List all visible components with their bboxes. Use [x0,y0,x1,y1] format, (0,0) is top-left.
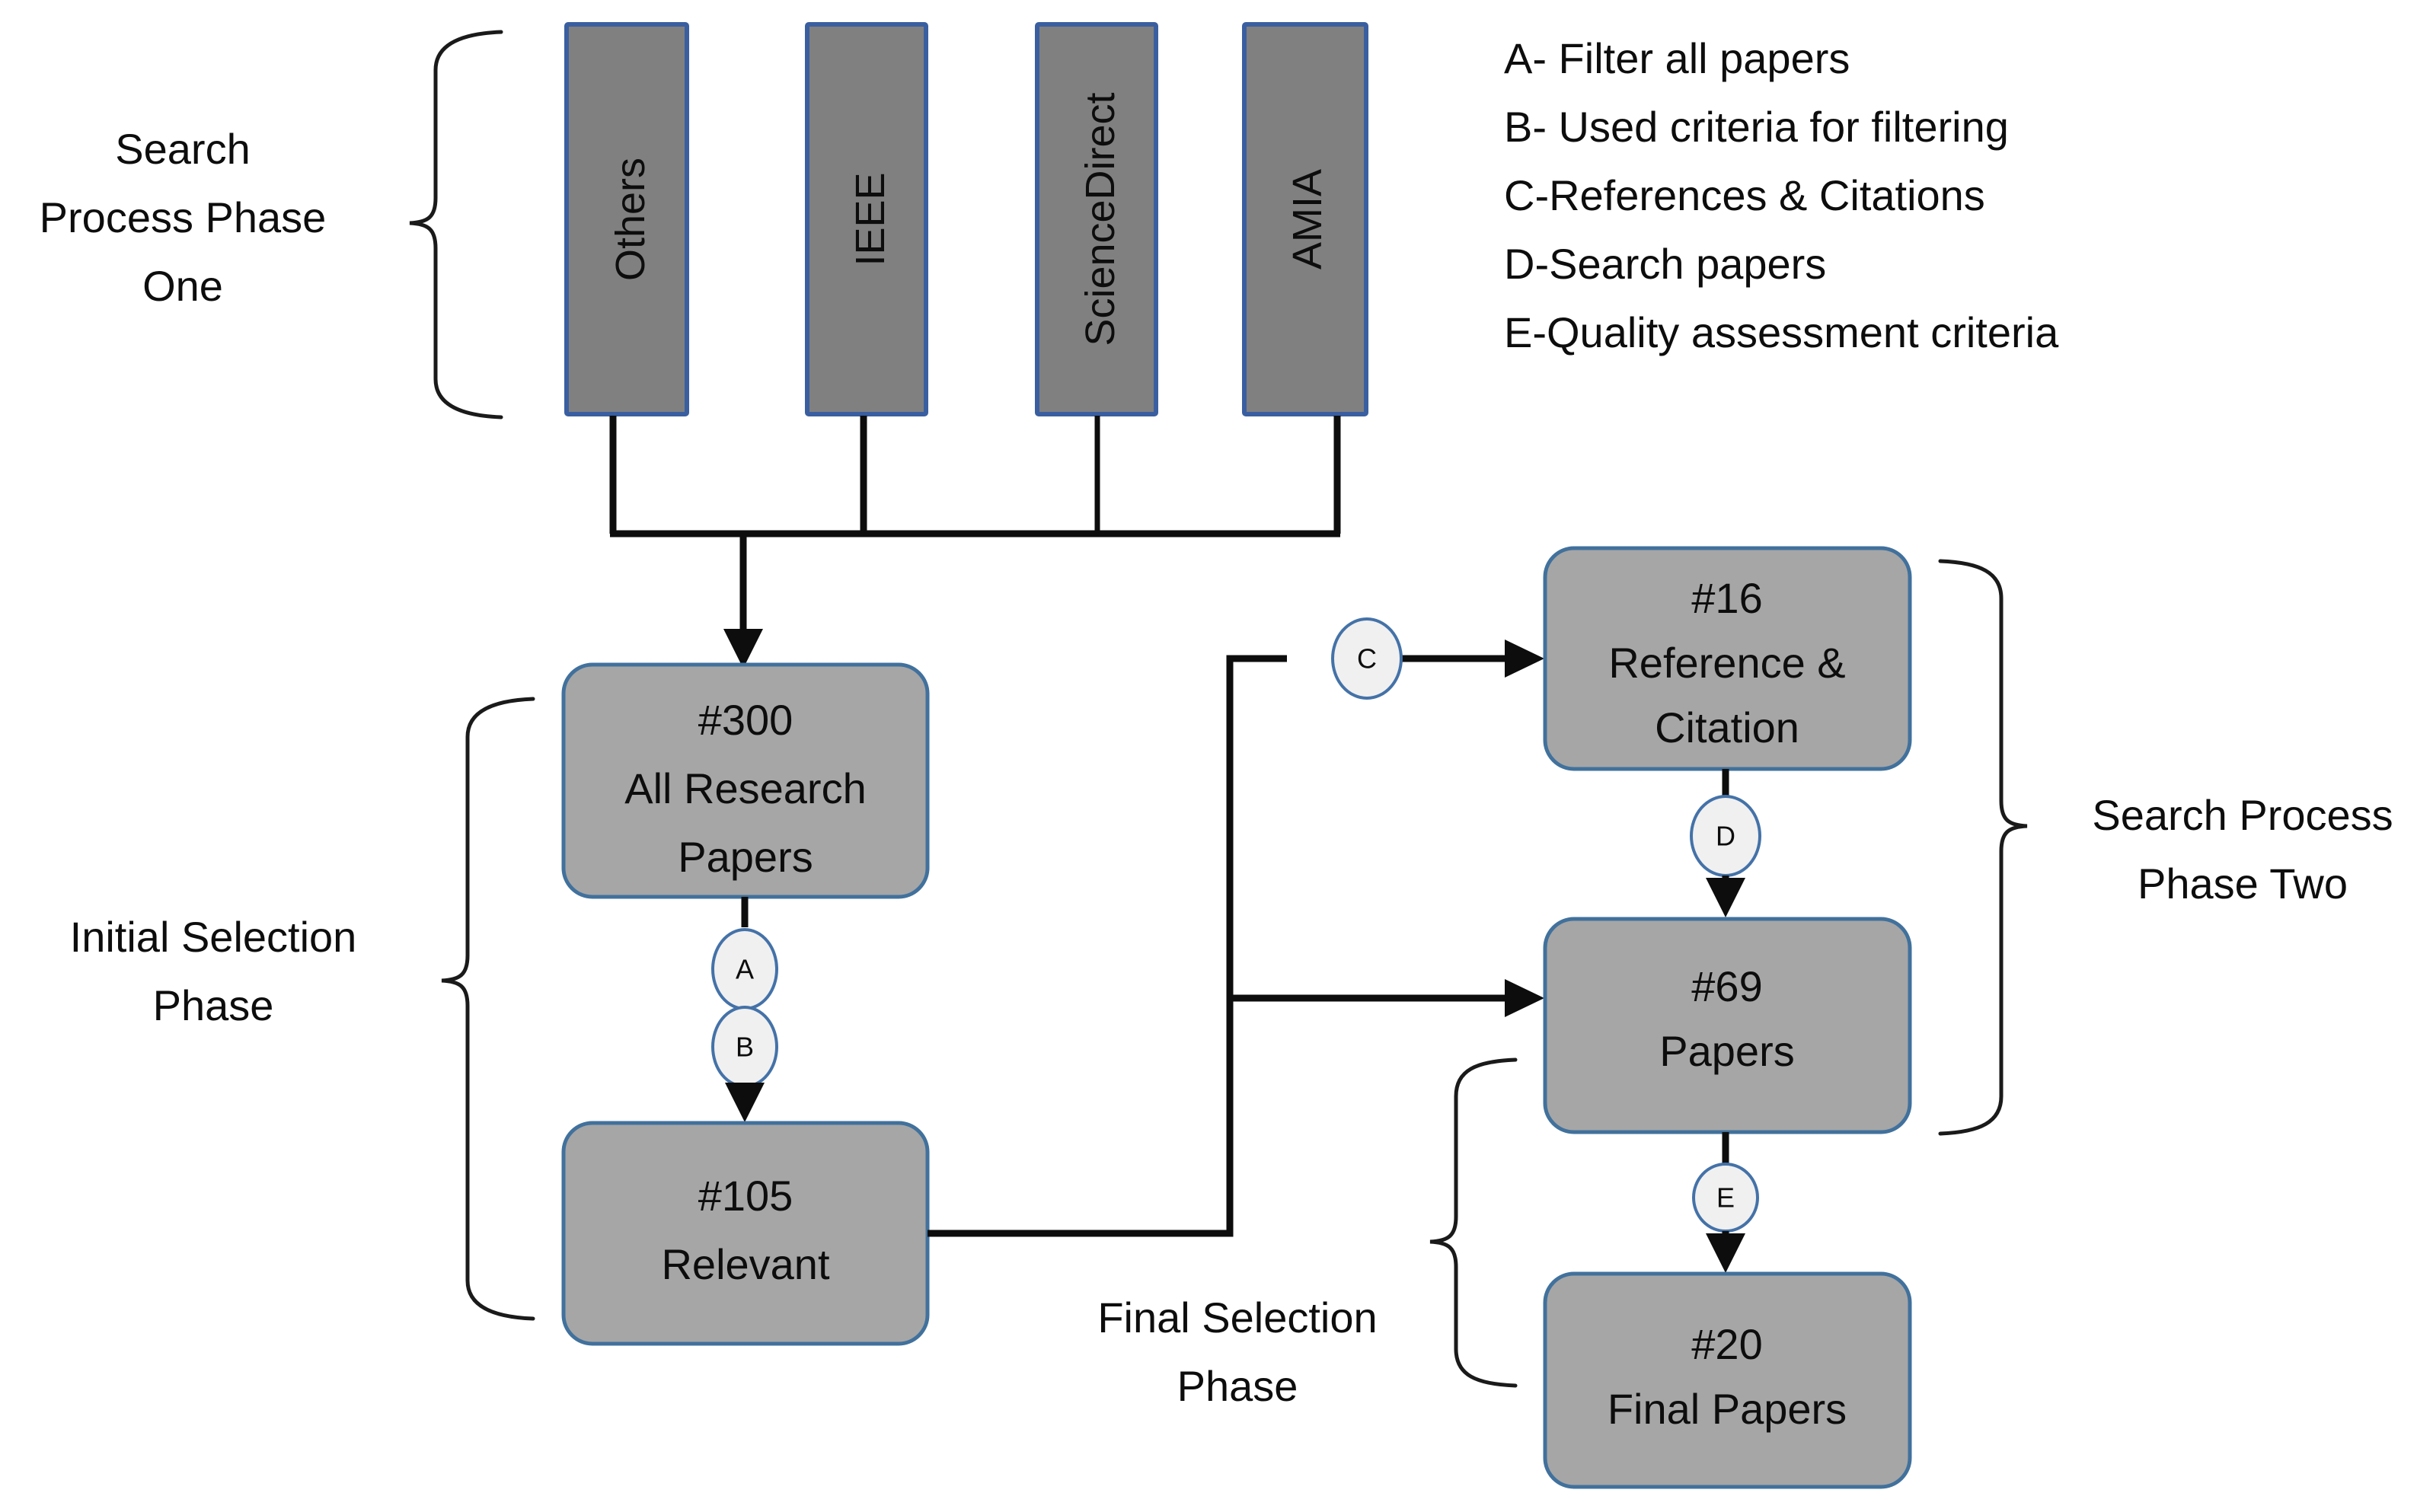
legend-item-c: C-References & Citations [1504,171,1985,219]
arrowhead-to-reference [1505,640,1544,678]
phase-two-brace-group: Search Process Phase Two [1938,559,2393,1136]
phase-one-brace-group: Search Process Phase One [40,30,503,419]
node-final-papers[interactable]: #20 Final Papers [1543,1271,1912,1489]
node-all-research-papers[interactable]: #300 All Research Papers [561,662,930,899]
phase-two-label-line2: Phase Two [2138,860,2348,908]
phase-one-label-line3: One [142,262,223,310]
node-papers69-rect [1543,917,1912,1134]
source-bar-sciencedirect-label: ScienceDirect [1078,92,1123,346]
arrowhead-to-all-research [723,629,763,668]
node-final-papers-rect [1543,1271,1912,1489]
phase-one-label-line2: Process Phase [40,193,327,241]
source-bar-ieee[interactable]: IEEE [805,22,928,416]
marker-b-label: B [736,1032,754,1063]
phase-two-label-line1: Search Process [2092,791,2393,839]
final-selection-brace-group: Final Selection Phase [1097,1057,1518,1410]
initial-selection-label-line1: Initial Selection [70,913,357,961]
node-reference-citation-line3: Citation [1655,703,1799,751]
source-bar-amia[interactable]: AMIA [1242,22,1368,416]
source-bar-sciencedirect[interactable]: ScienceDirect [1035,22,1158,416]
node-reference-citation-count: #16 [1691,574,1762,622]
initial-selection-brace-group: Initial Selection Phase [70,697,535,1321]
source-bar-others[interactable]: Others [564,22,689,416]
node-relevant-count: #105 [698,1172,793,1220]
node-papers69[interactable]: #69 Papers [1543,917,1912,1134]
source-bar-amia-label: AMIA [1285,169,1330,270]
arrowhead-to-papers69 [1505,979,1544,1017]
node-relevant-rect [561,1121,930,1346]
edge-papers69-to-final: E [1692,1132,1759,1273]
node-final-papers-count: #20 [1691,1320,1762,1368]
legend-item-b: B- Used criteria for filtering [1504,103,2009,151]
node-all-research-papers-line3: Papers [678,833,813,881]
connector-relevant-trunk [928,655,1287,1237]
node-relevant-line2: Relevant [661,1240,829,1288]
source-bar-others-rect [564,22,689,416]
node-reference-citation-line2: Reference & [1608,639,1845,687]
node-papers69-line2: Papers [1659,1027,1794,1075]
initial-selection-label-line2: Phase [153,981,274,1029]
marker-e-label: E [1716,1182,1735,1214]
initial-selection-brace [441,697,535,1321]
marker-d-label: D [1716,821,1735,852]
phase-one-label-line1: Search [115,125,250,173]
arrowhead-to-final-papers [1706,1233,1745,1273]
node-all-research-papers-line2: All Research [624,764,866,812]
phase-two-brace [1938,559,2028,1136]
node-all-research-papers-count: #300 [698,696,793,744]
marker-c-label: C [1357,643,1377,675]
final-selection-label-line2: Phase [1177,1362,1298,1410]
source-bar-sciencedirect-rect [1035,22,1158,416]
marker-a-label: A [736,954,754,985]
legend-group: A- Filter all papers B- Used criteria fo… [1504,34,2059,356]
edge-relevant-trunk: C [928,617,1544,1237]
legend-item-a: A- Filter all papers [1504,34,1850,82]
node-papers69-count: #69 [1691,962,1762,1010]
node-relevant[interactable]: #105 Relevant [561,1121,930,1346]
final-selection-label-line1: Final Selection [1097,1293,1377,1341]
final-selection-brace [1429,1057,1518,1388]
legend-item-e: E-Quality assessment criteria [1504,308,2059,356]
marker-c-ellipse[interactable] [1331,617,1403,700]
node-reference-citation[interactable]: #16 Reference & Citation [1543,546,1912,771]
source-bar-ieee-rect [805,22,928,416]
source-bar-amia-rect [1242,22,1368,416]
phase-one-brace [409,30,503,419]
legend-item-d: D-Search papers [1504,240,1826,288]
source-bar-ieee-label: IEEE [848,172,893,266]
source-bars-group: Others IEEE ScienceDirect AMIA [564,22,1368,416]
arrowhead-to-papers69-vertical [1706,878,1745,917]
arrowhead-to-relevant [725,1083,765,1122]
edge-all-research-to-relevant: A B [711,897,778,1122]
source-connector-bus [609,416,1341,668]
node-final-papers-line2: Final Papers [1608,1385,1847,1433]
source-bar-others-label: Others [608,158,653,281]
edge-reference-to-papers69: D [1690,769,1761,917]
